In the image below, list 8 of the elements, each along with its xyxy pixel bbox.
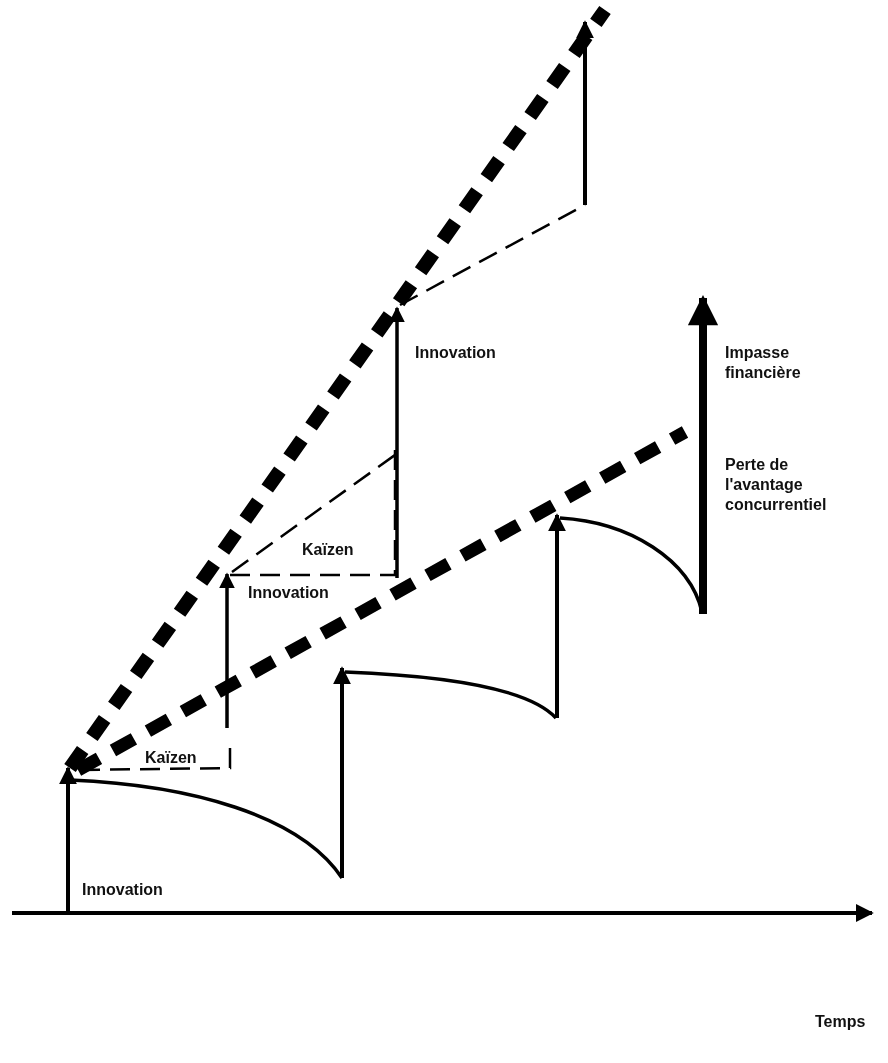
axis-label: Temps bbox=[815, 1012, 866, 1032]
annotation-label: Innovation bbox=[248, 583, 329, 603]
annotation-label: Kaïzen bbox=[302, 540, 354, 560]
annotation-label: Impasse financière bbox=[725, 343, 802, 383]
annotation-label: Innovation bbox=[415, 343, 496, 363]
annotation-label: Perte de l'avantage concurrentiel bbox=[725, 455, 828, 515]
annotation-label: Kaïzen bbox=[145, 748, 197, 768]
annotation-label: Innovation bbox=[82, 880, 163, 900]
